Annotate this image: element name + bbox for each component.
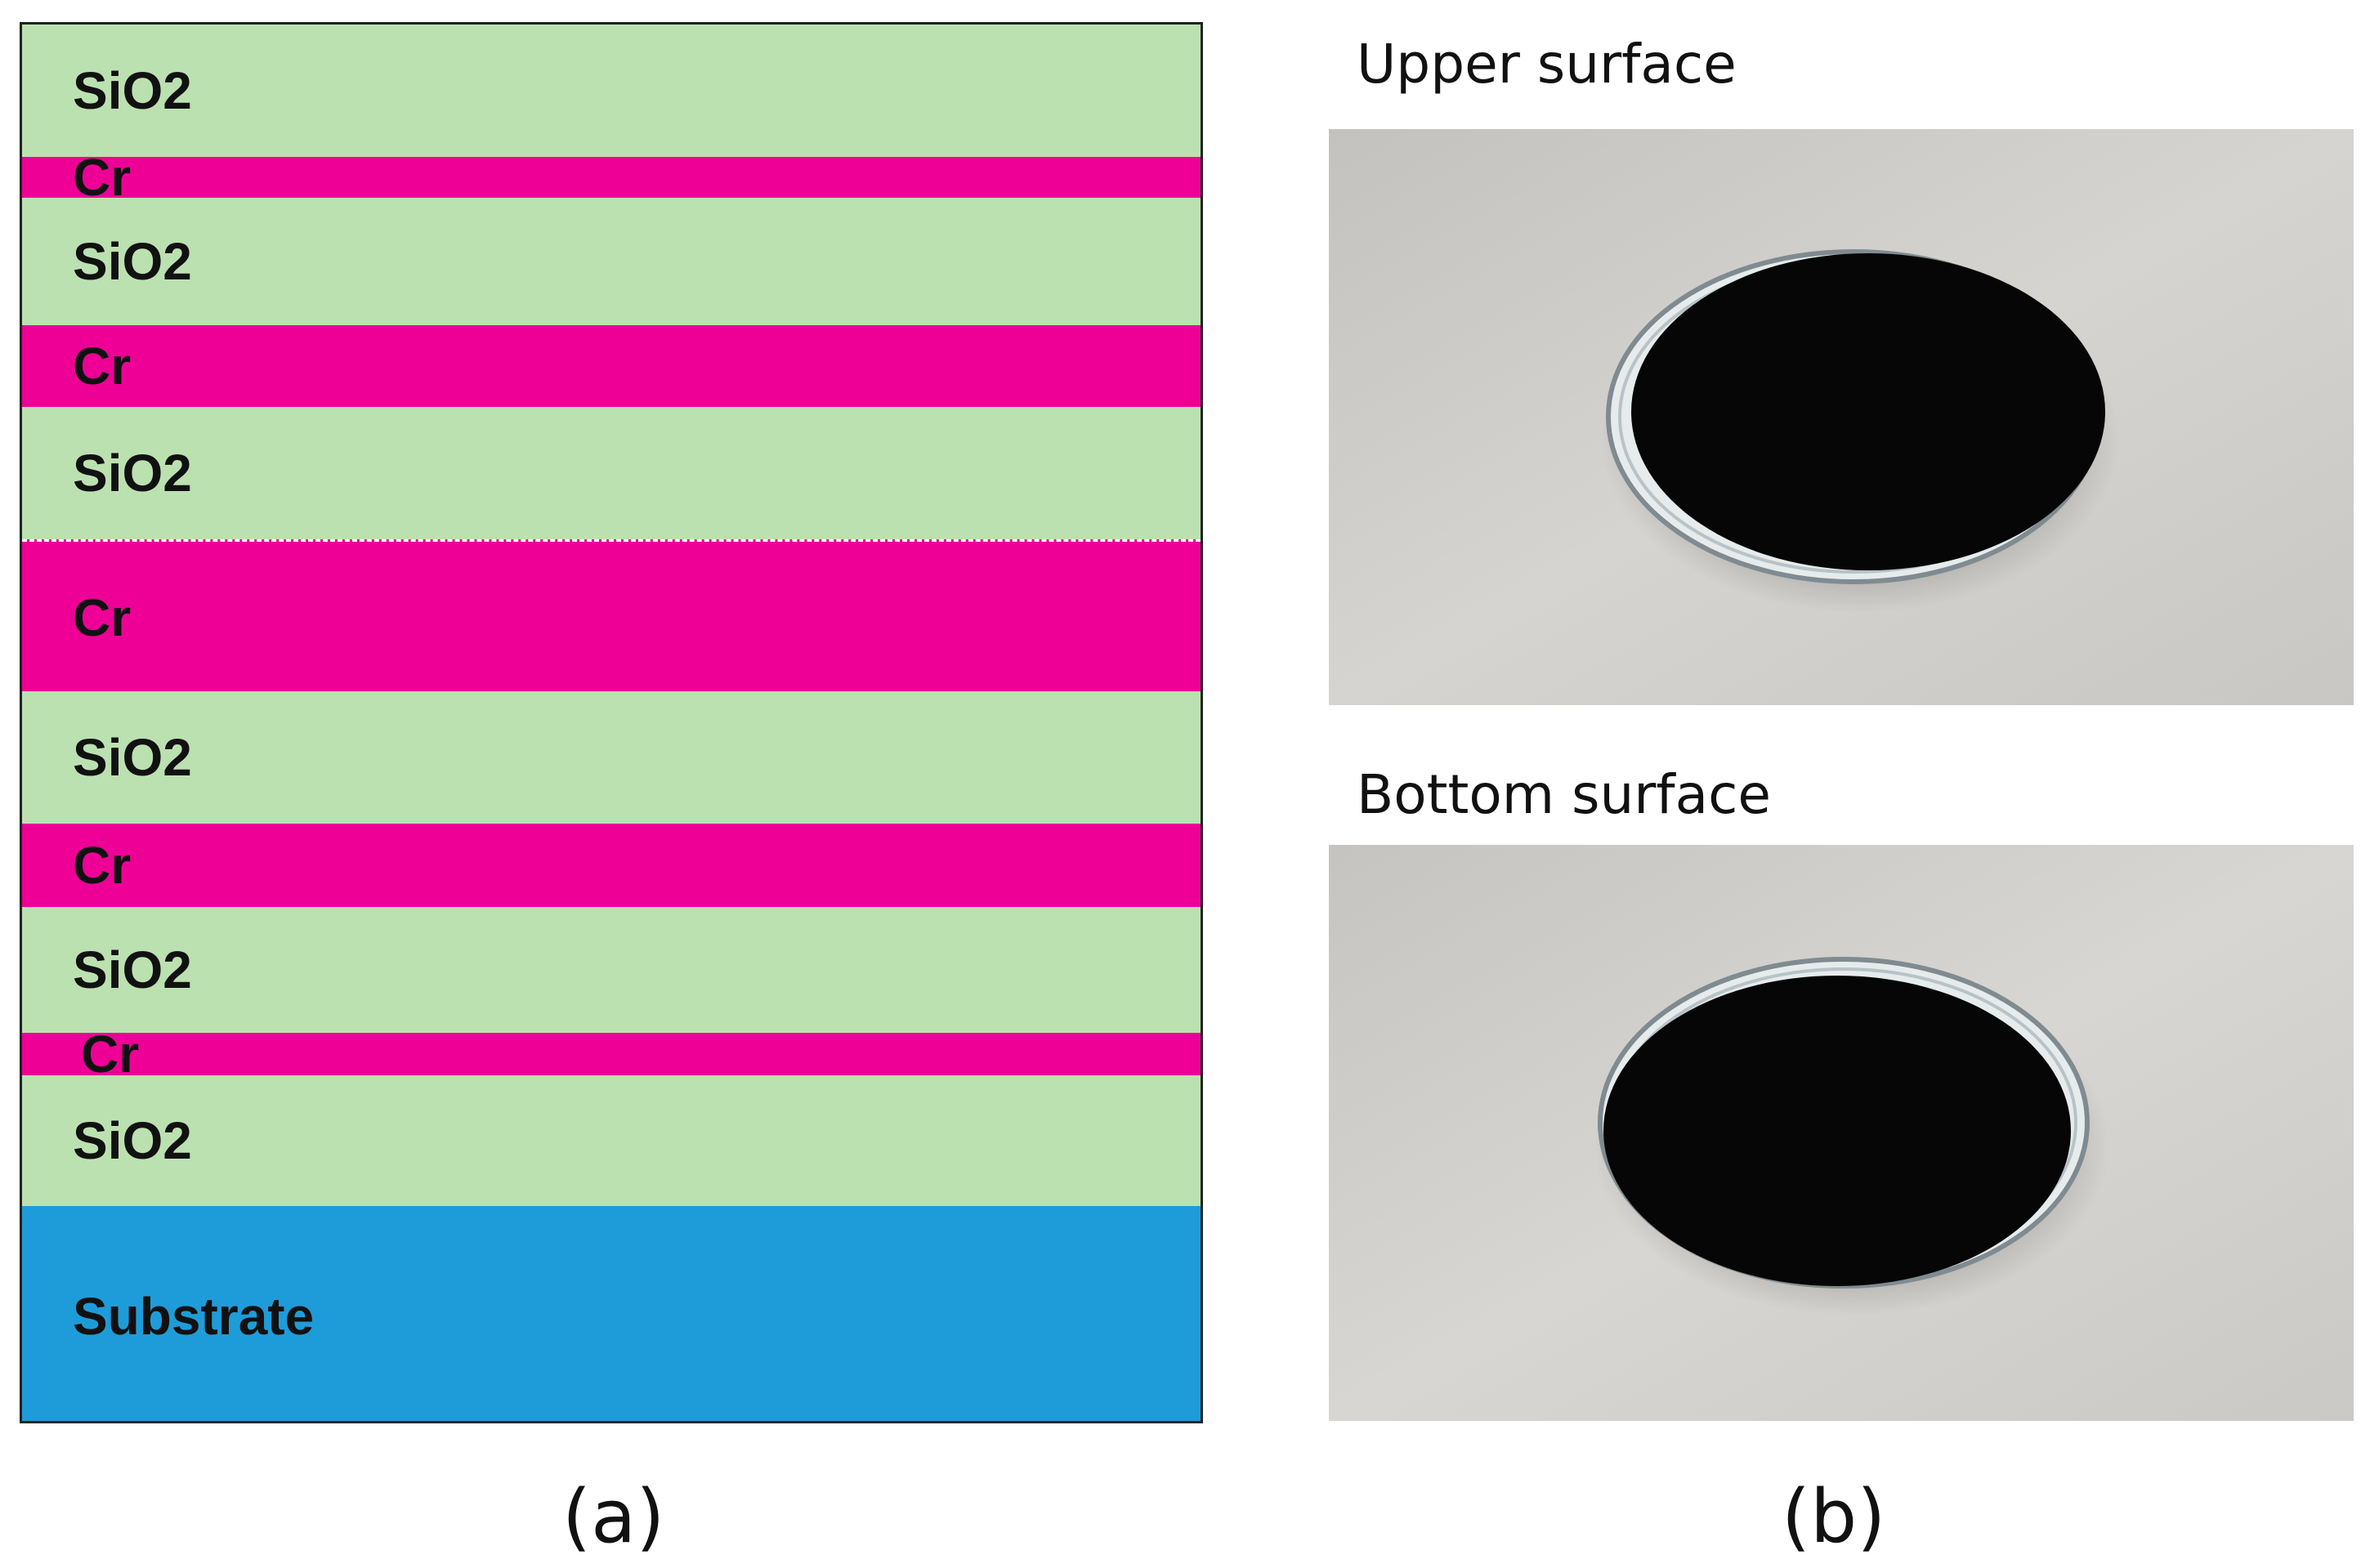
- sample-photo-image: [1329, 845, 2354, 1421]
- bottom-surface-photo: [1329, 845, 2354, 1421]
- panel-a-caption: (a): [562, 1474, 665, 1560]
- layer-label: SiO2: [73, 728, 192, 787]
- layer-sio2: SiO2: [22, 907, 1201, 1033]
- layer-label: SiO2: [73, 232, 192, 291]
- upper-surface-photo: [1329, 129, 2354, 705]
- layer-cr: Cr: [22, 1028, 1201, 1080]
- layer-label: Cr: [73, 588, 132, 647]
- layer-label: SiO2: [73, 940, 192, 999]
- layer-sio2: SiO2: [22, 198, 1201, 325]
- layer-cr: Cr: [22, 539, 1201, 696]
- layer-stack-diagram: SiO2 Cr SiO2 Cr SiO2 Cr SiO2 Cr SiO2 Cr …: [20, 22, 1203, 1423]
- layer-label: Cr: [73, 836, 132, 895]
- layer-label: SiO2: [73, 444, 192, 503]
- layer-cr: Cr: [22, 824, 1201, 907]
- layer-sio2: SiO2: [22, 25, 1201, 157]
- layer-label: Cr: [81, 1025, 140, 1083]
- layer-cr: Cr: [22, 325, 1201, 407]
- upper-surface-title: Upper surface: [1357, 33, 1737, 96]
- panel-b-caption: (b): [1782, 1474, 1886, 1560]
- layer-label: Cr: [73, 148, 132, 207]
- bottom-surface-title: Bottom surface: [1357, 763, 1771, 826]
- layer-sio2: SiO2: [22, 691, 1201, 824]
- layer-label: Cr: [73, 337, 132, 395]
- layer-label: Substrate: [73, 1286, 315, 1346]
- layer-cr: Cr: [22, 151, 1201, 203]
- layer-label: SiO2: [73, 61, 192, 120]
- sample-photo-image: [1329, 129, 2354, 705]
- layer-sio2: SiO2: [22, 1075, 1201, 1206]
- layer-label: SiO2: [73, 1111, 192, 1170]
- layer-sio2: SiO2: [22, 407, 1201, 539]
- layer-substrate: Substrate: [22, 1206, 1201, 1421]
